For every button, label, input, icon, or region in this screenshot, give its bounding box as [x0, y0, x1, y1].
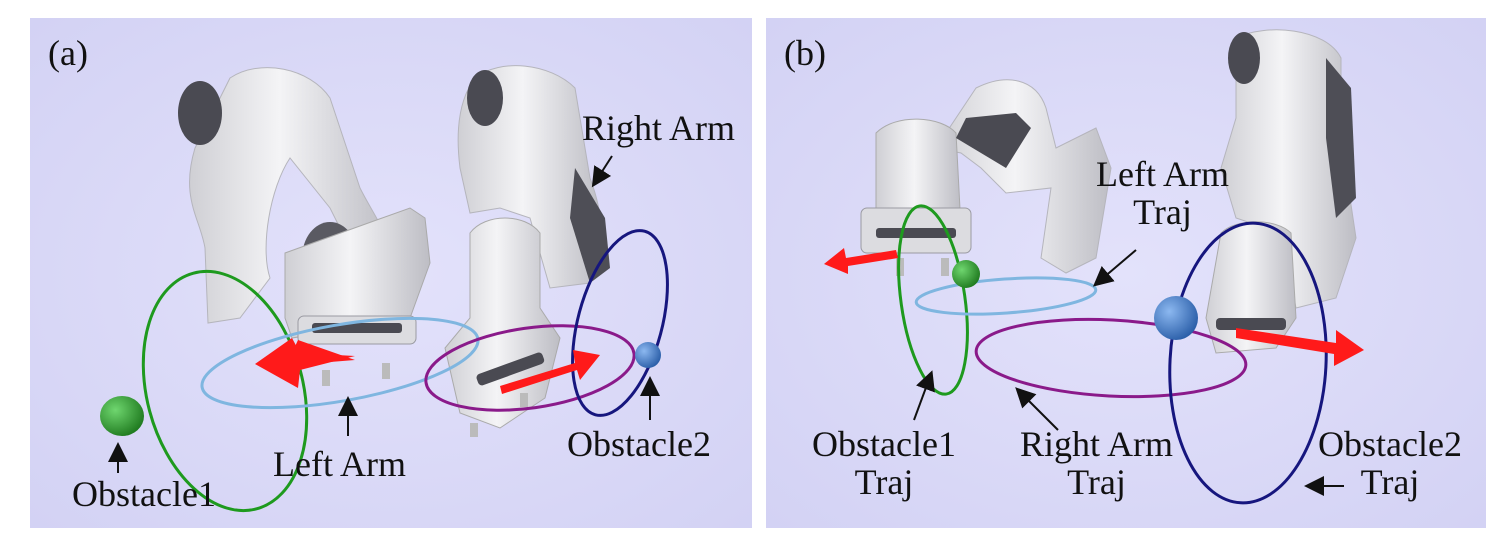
background — [766, 18, 1486, 528]
left-arm-direction-arrow — [824, 248, 898, 274]
obstacle1-sphere — [952, 260, 980, 288]
right-arm-traj-label-line2: Traj — [1067, 461, 1126, 502]
obstacle2-traj-label-line2: Traj — [1360, 461, 1420, 502]
obstacle2-traj-label: Obstacle2 Traj — [1318, 424, 1462, 502]
panel-b-render — [766, 18, 1486, 528]
left-arm-traj-label: Left Arm Traj — [1096, 154, 1229, 232]
right-arm-direction-arrow — [1236, 328, 1364, 366]
obstacle2-trajectory — [571, 229, 669, 417]
obstacle1-traj-label: Obstacle1 Traj — [812, 424, 956, 502]
left-arm-label: Left Arm — [273, 444, 406, 484]
left-arm-traj-pointer — [1092, 249, 1137, 287]
right-arm-traj-pointer — [1015, 387, 1059, 431]
right-robot-arm — [444, 65, 610, 437]
panel-a-tag: (a) — [48, 33, 88, 73]
obstacle1-sphere — [100, 396, 144, 436]
left-arm-traj-label-line1: Left Arm — [1096, 154, 1229, 194]
panel-a-scene: (a) Right Arm Left Arm Obstacle1 Obstacl… — [30, 18, 752, 528]
left-robot-arm — [178, 67, 431, 386]
right-arm-traj-label: Right Arm Traj — [1020, 424, 1174, 502]
obstacle2-trajectory — [1168, 221, 1328, 505]
obstacle1-trajectory — [897, 204, 969, 396]
right-arm-trajectory — [424, 324, 636, 412]
right-arm-label: Right Arm — [582, 108, 736, 148]
left-robot-arm — [860, 79, 1112, 276]
obstacle2-sphere — [635, 342, 661, 368]
panel-b-scene: (b) Left Arm Traj Obstacle1 Traj Right A… — [766, 18, 1486, 528]
left-arm-trajectory — [914, 276, 1098, 316]
obstacle1-traj-label-line1: Obstacle1 — [812, 424, 956, 464]
right-arm-pointer — [591, 155, 613, 188]
panel-b-tag: (b) — [784, 33, 826, 73]
panel-a-render — [30, 18, 752, 528]
right-arm-direction-arrow — [500, 350, 600, 394]
left-arm-traj-label-line2: Traj — [1133, 191, 1192, 232]
right-arm-trajectory — [974, 317, 1248, 399]
obstacle2-traj-label-line1: Obstacle2 — [1318, 424, 1462, 464]
obstacle2-sphere — [1154, 296, 1198, 340]
right-robot-arm — [1205, 29, 1357, 354]
obstacle1-traj-label-line2: Traj — [854, 461, 914, 502]
obstacle1-trajectory — [141, 269, 309, 513]
obstacle1-label: Obstacle1 — [72, 474, 216, 514]
right-arm-traj-label-line1: Right Arm — [1020, 424, 1174, 464]
obstacle1-traj-pointer — [913, 370, 935, 421]
obstacle2-label: Obstacle2 — [567, 424, 711, 464]
